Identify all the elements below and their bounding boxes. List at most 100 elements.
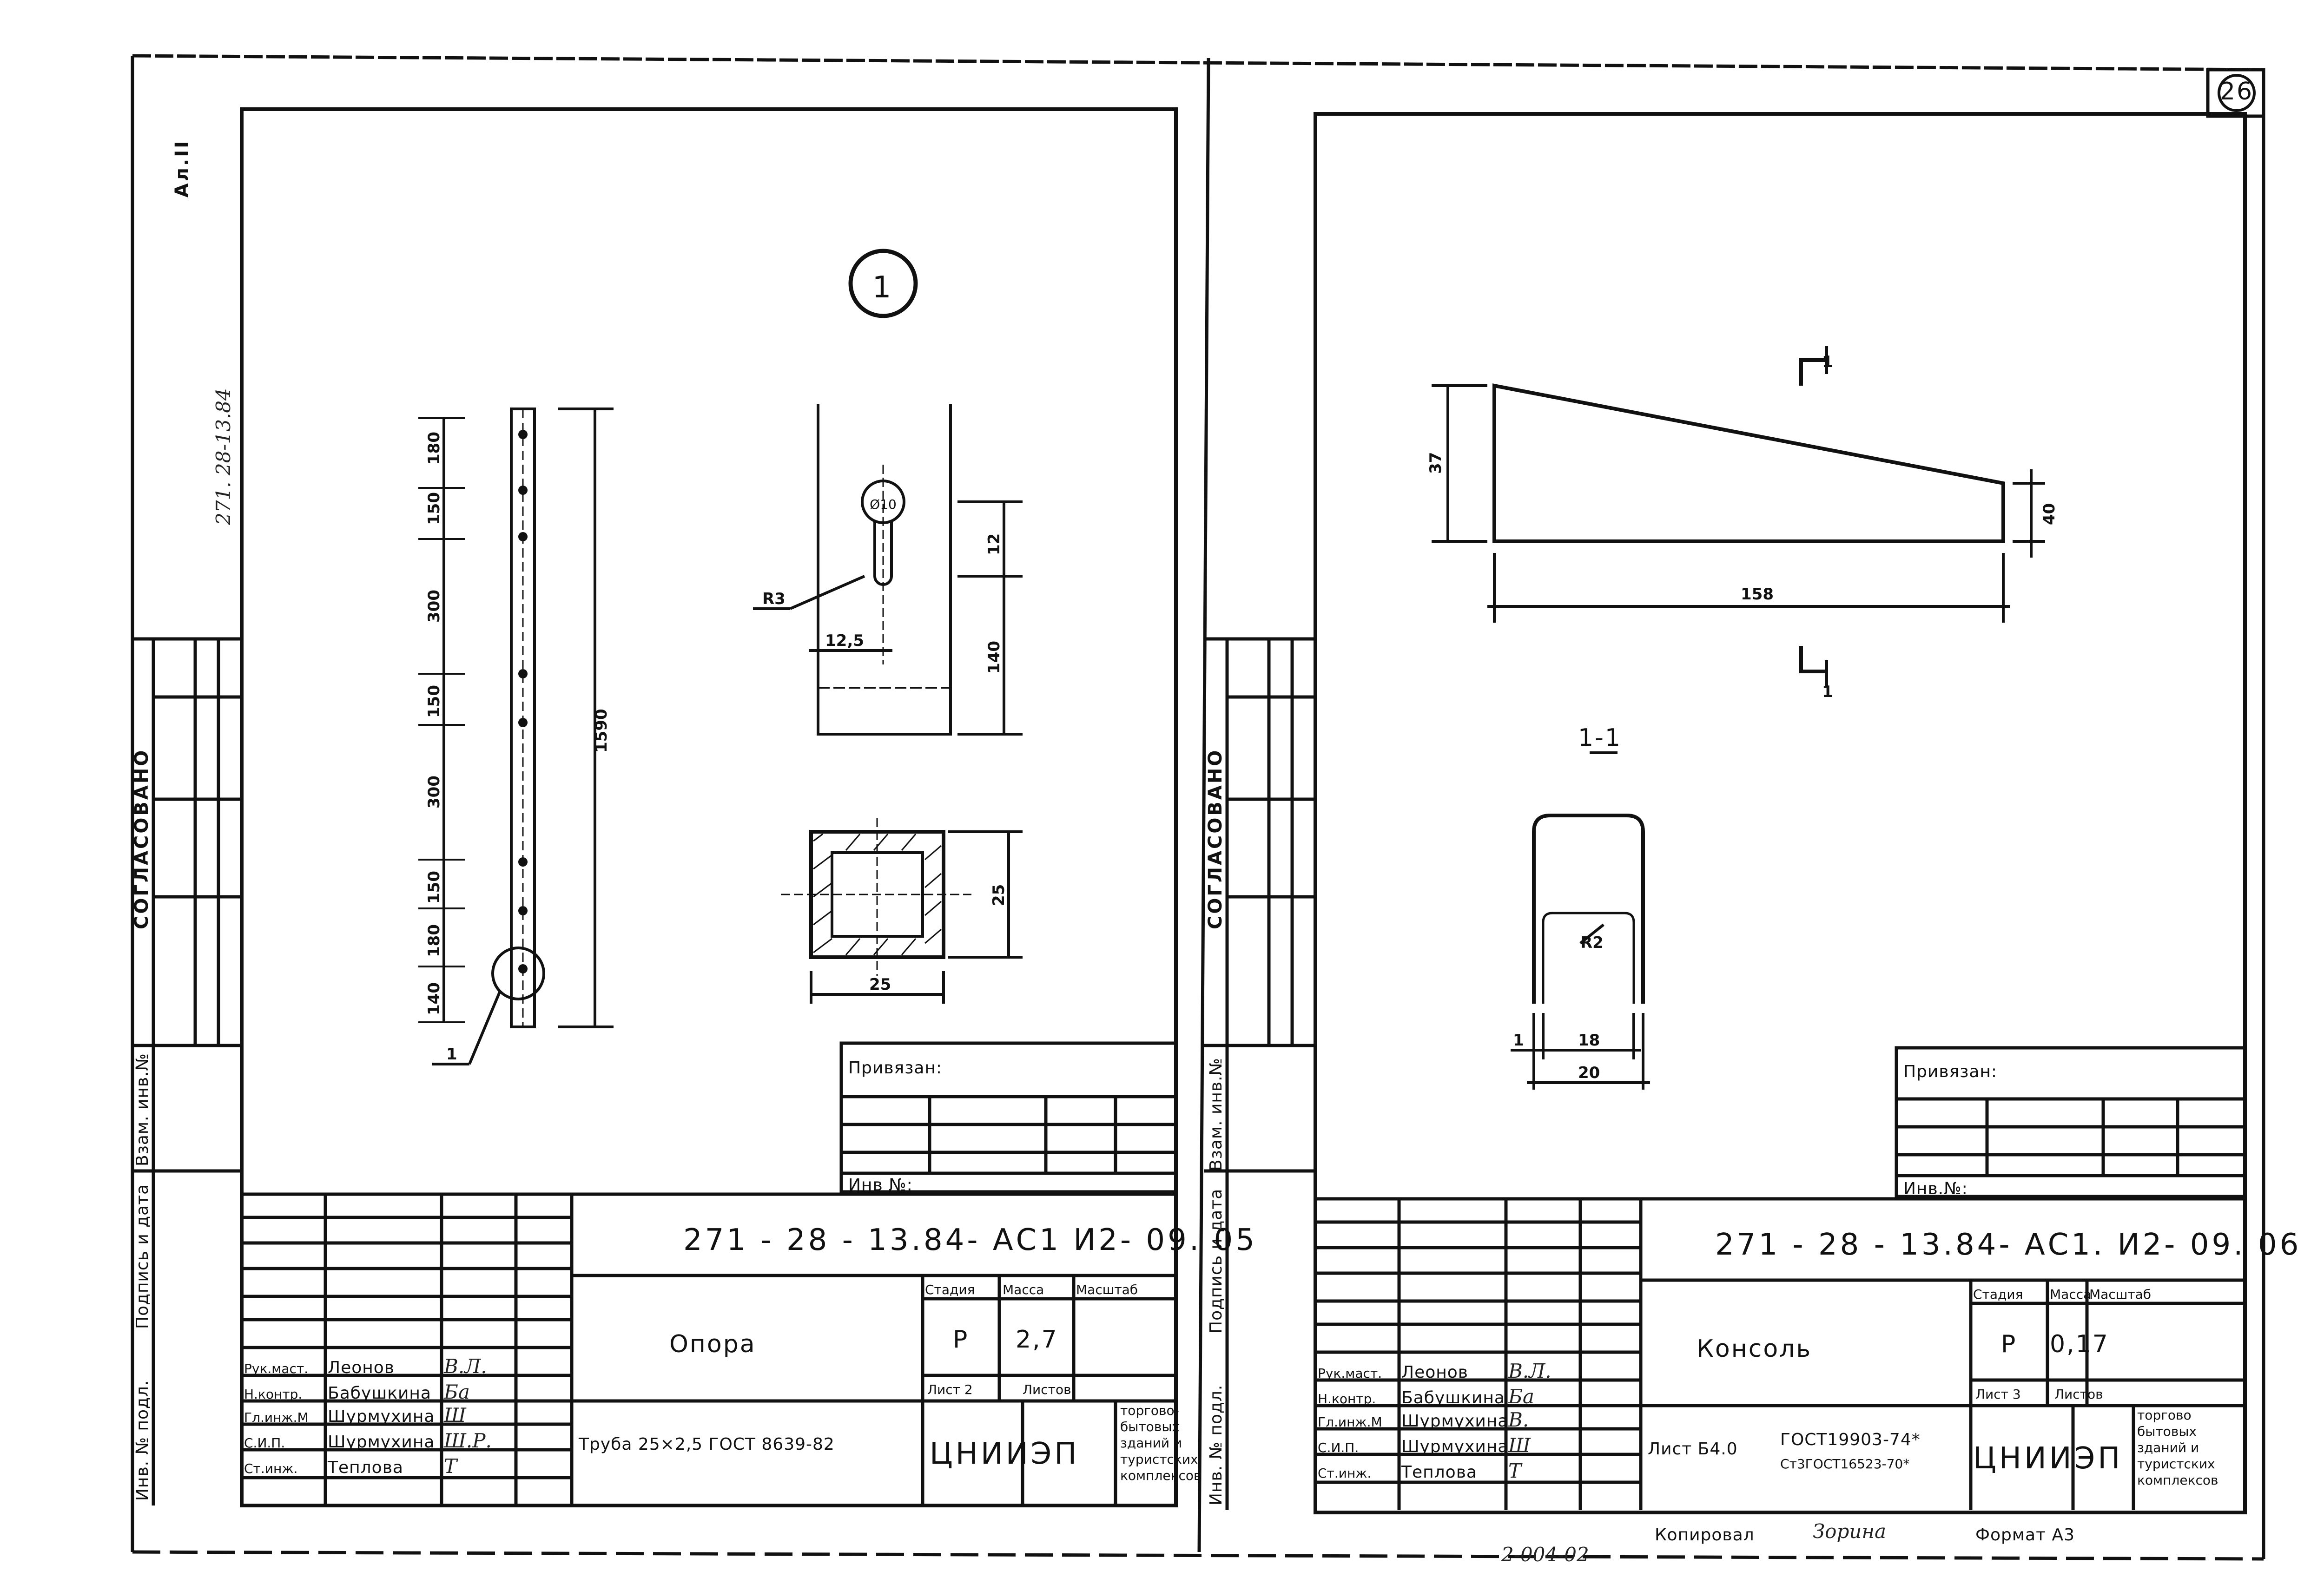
staff-role-4: Ст.инж. [244, 1461, 297, 1476]
staff-sign-r0: В.Л. [1508, 1360, 1552, 1382]
inv-no-label-right: Инв.№: [1903, 1179, 1968, 1198]
dim-1: 150 [425, 492, 443, 525]
mass-label-right: Масса [2050, 1287, 2091, 1302]
approved-stamp: СОГЛАСОВАНО [131, 749, 152, 929]
stage-value: Р [953, 1326, 969, 1354]
side-doc-code: 271. 28-13.84 [212, 388, 235, 526]
org-desc-0: торгово- [1120, 1403, 1179, 1418]
sheets-label-right: Листов [2054, 1387, 2103, 1402]
staff-role-r1: Н.контр. [1318, 1391, 1376, 1407]
section-radius: R2 [1580, 934, 1604, 952]
approved-stamp-right: СОГЛАСОВАНО [1205, 749, 1226, 929]
sign-date-label: Подпись и дата [133, 1184, 152, 1329]
org-name-right: ЦНИИЭП [1973, 1441, 2123, 1476]
designation-right: 271 - 28 - 13.84- АС1. И2- 09. 06 [1715, 1228, 2301, 1262]
console-drawing [1432, 346, 2045, 1090]
staff-sign-r4: Т [1508, 1460, 1523, 1482]
page-number-circle [2218, 74, 2256, 112]
staff-sign-3: Ш.Р. [443, 1429, 492, 1452]
staff-sign-r2: В. [1508, 1408, 1529, 1431]
sheet-label: Лист 2 [927, 1382, 973, 1397]
staff-name-2: Шурмухина [328, 1407, 435, 1426]
org-desc-right-3: туристских [2137, 1456, 2215, 1472]
dim-6: 180 [425, 924, 443, 957]
staff-name-1: Бабушкина [328, 1384, 431, 1403]
staff-name-r2: Шурмухина [1401, 1412, 1508, 1431]
staff-role-r3: С.И.П. [1318, 1440, 1359, 1455]
staff-sign-r1: Ба [1508, 1385, 1534, 1408]
slot-upper: 12 [985, 533, 1004, 555]
staff-sign-4: Т [444, 1455, 458, 1478]
org-desc-right-1: бытовых [2137, 1424, 2197, 1439]
stage-label: Стадия [925, 1282, 975, 1297]
mass-label: Масса [1003, 1282, 1044, 1297]
inv-orig-label: Инв. № подл. [133, 1380, 152, 1501]
staff-name-r4: Теплова [1401, 1463, 1477, 1482]
staff-sign-2: Ш [443, 1404, 467, 1427]
slot-width: 12,5 [825, 631, 864, 650]
staff-sign-0: В.Л. [443, 1355, 487, 1378]
org-desc-4: комплексов [1120, 1468, 1202, 1483]
scale-label-right: Масштаб [2089, 1287, 2151, 1302]
org-desc-2: зданий и [1120, 1435, 1182, 1451]
item-name: Опора [669, 1330, 756, 1358]
privyazan-label: Привязан: [848, 1058, 942, 1078]
console-length: 158 [1741, 585, 1774, 604]
section-outer: 20 [1578, 1064, 1600, 1082]
tube-width: 25 [869, 975, 891, 994]
staff-block-left: Рук.маст. Леонов В.Л. Н.контр. Бабушкина… [244, 1355, 492, 1478]
staff-name-r3: Шурмухина [1401, 1437, 1508, 1456]
org-desc-right-0: торгово [2137, 1407, 2192, 1423]
callout-number: 1 [446, 1045, 457, 1064]
material: Труба 25×2,5 ГОСТ 8639-82 [578, 1435, 835, 1454]
org-desc-right-2: зданий и [2137, 1440, 2199, 1455]
inv-repl-label-right: Взам. инв.№ [1207, 1058, 1226, 1171]
slot-lower: 140 [985, 641, 1004, 674]
staff-role-2: Гл.инж.М [244, 1410, 309, 1425]
stage-value-right: Р [2001, 1330, 2017, 1358]
dim-0: 180 [425, 432, 443, 465]
staff-name-4: Теплова [327, 1458, 403, 1477]
staff-name-0: Леонов [328, 1358, 395, 1377]
privyazan-label-right: Привязан: [1903, 1062, 1997, 1081]
section-label: 1-1 [1578, 724, 1622, 752]
album-label: Ал.II [172, 139, 193, 197]
inv-repl-label: Взам. инв.№ [133, 1053, 152, 1166]
staff-block-right: Рук.маст. Леонов В.Л. Н.контр. Бабушкина… [1318, 1360, 1552, 1482]
slot-circle-dim: Ø10 [870, 497, 897, 512]
staff-name-r1: Бабушкина [1401, 1388, 1505, 1407]
tube-hatch [813, 833, 942, 955]
staff-name-r0: Леонов [1401, 1363, 1468, 1382]
staff-role-1: Н.контр. [244, 1387, 302, 1402]
view-marker: 1 [872, 270, 894, 305]
page-number: 26 [2220, 78, 2253, 105]
material-b: ГОСТ19903-74* [1780, 1430, 1921, 1449]
tube-height: 25 [990, 884, 1008, 906]
sheet-label-right: Лист 3 [1975, 1387, 2021, 1402]
support-drawing [432, 249, 1023, 1065]
sheets-label: Листов [1023, 1382, 1071, 1397]
material-a: Лист Б4.0 [1648, 1440, 1738, 1459]
elevation-dims: 180 150 300 150 300 150 180 140 1590 [418, 417, 611, 1023]
staff-name-3: Шурмухина [328, 1433, 435, 1452]
copied-label: Копировал [1655, 1525, 1755, 1545]
sign-date-label-right: Подпись и дата [1207, 1189, 1226, 1334]
item-name-right: Консоль [1697, 1335, 1812, 1363]
org-name: ЦНИИЭП [930, 1437, 1079, 1471]
section-mark-bottom: 1 [1822, 683, 1833, 701]
mass-value-right: 0,17 [2050, 1330, 2109, 1358]
copied-signature: Зорина [1813, 1520, 1886, 1543]
staff-role-r2: Гл.инж.М [1318, 1414, 1382, 1430]
inv-no-label: Инв №: [848, 1176, 913, 1195]
staff-role-r4: Ст.инж. [1318, 1466, 1371, 1481]
designation: 271 - 28 - 13.84- АС1 И2- 09. 05 [683, 1223, 1257, 1257]
dim-total: 1590 [592, 709, 611, 753]
section-mark-top: 1 [1822, 353, 1833, 371]
dim-3: 150 [425, 685, 443, 718]
scale-label: Масштаб [1076, 1282, 1138, 1297]
console-left-height: 37 [1426, 452, 1445, 474]
org-desc-right-4: комплексов [2137, 1473, 2218, 1488]
staff-sign-1: Ба [443, 1381, 470, 1403]
dim-2: 300 [425, 590, 443, 623]
